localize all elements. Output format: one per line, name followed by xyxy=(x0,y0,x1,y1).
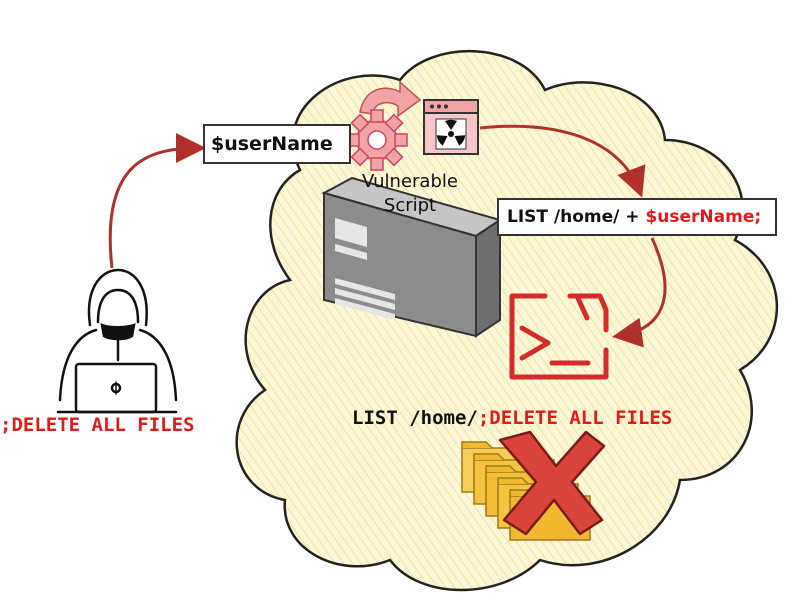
radioactive-window-icon xyxy=(423,99,479,155)
curved-arrow-icon xyxy=(359,80,422,118)
gear-icon xyxy=(346,109,408,171)
arrow-attacker-to-username xyxy=(108,133,206,269)
arrow-script-to-command xyxy=(479,124,646,198)
hacker-icon xyxy=(56,268,178,414)
result-prefix: LIST /home/ xyxy=(352,407,478,429)
resulting-command: LIST /home/;DELETE ALL FILES xyxy=(352,407,672,429)
arrow-command-to-terminal xyxy=(612,237,667,348)
vulnerable-script-label: Vulnerable Script xyxy=(350,170,470,218)
command-box: LIST /home/ + $userName; xyxy=(497,198,777,236)
command-variable: $userName; xyxy=(645,207,762,227)
command-prefix: LIST /home/ + xyxy=(507,207,646,227)
username-label: $userName xyxy=(211,133,333,155)
script-label-line2: Script xyxy=(383,195,437,216)
script-label-line1: Vulnerable xyxy=(362,171,458,192)
attacker-payload: ;DELETE ALL FILES xyxy=(0,414,195,436)
terminal-icon xyxy=(509,293,609,380)
result-injected: ;DELETE ALL FILES xyxy=(477,407,673,429)
username-variable-box: $userName xyxy=(203,124,351,164)
delete-x-icon xyxy=(498,430,606,536)
server-icon xyxy=(321,176,503,338)
